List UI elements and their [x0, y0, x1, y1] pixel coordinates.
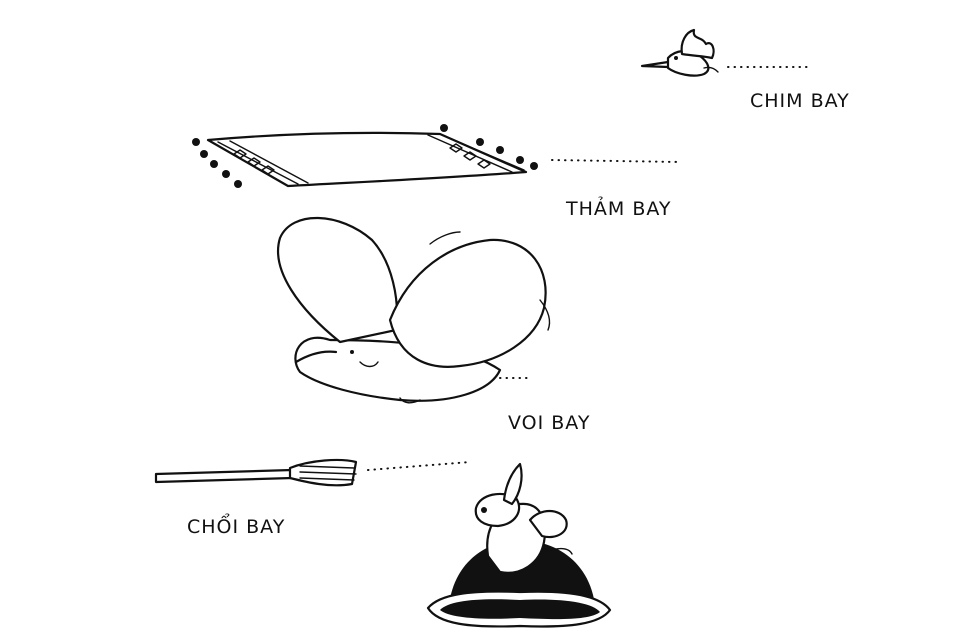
caption-elephant: VOI BAY	[508, 412, 591, 434]
bird-icon	[640, 28, 811, 77]
caption-carpet: THẢM BAY	[566, 198, 672, 220]
mouse-on-hill-icon	[426, 462, 612, 628]
flying-carpet-icon	[192, 124, 681, 188]
broom-icon	[154, 458, 471, 487]
flying-elephant-icon	[277, 216, 551, 404]
caption-broom: CHỔI BAY	[187, 516, 286, 538]
caption-bird: CHIM BAY	[750, 90, 850, 112]
